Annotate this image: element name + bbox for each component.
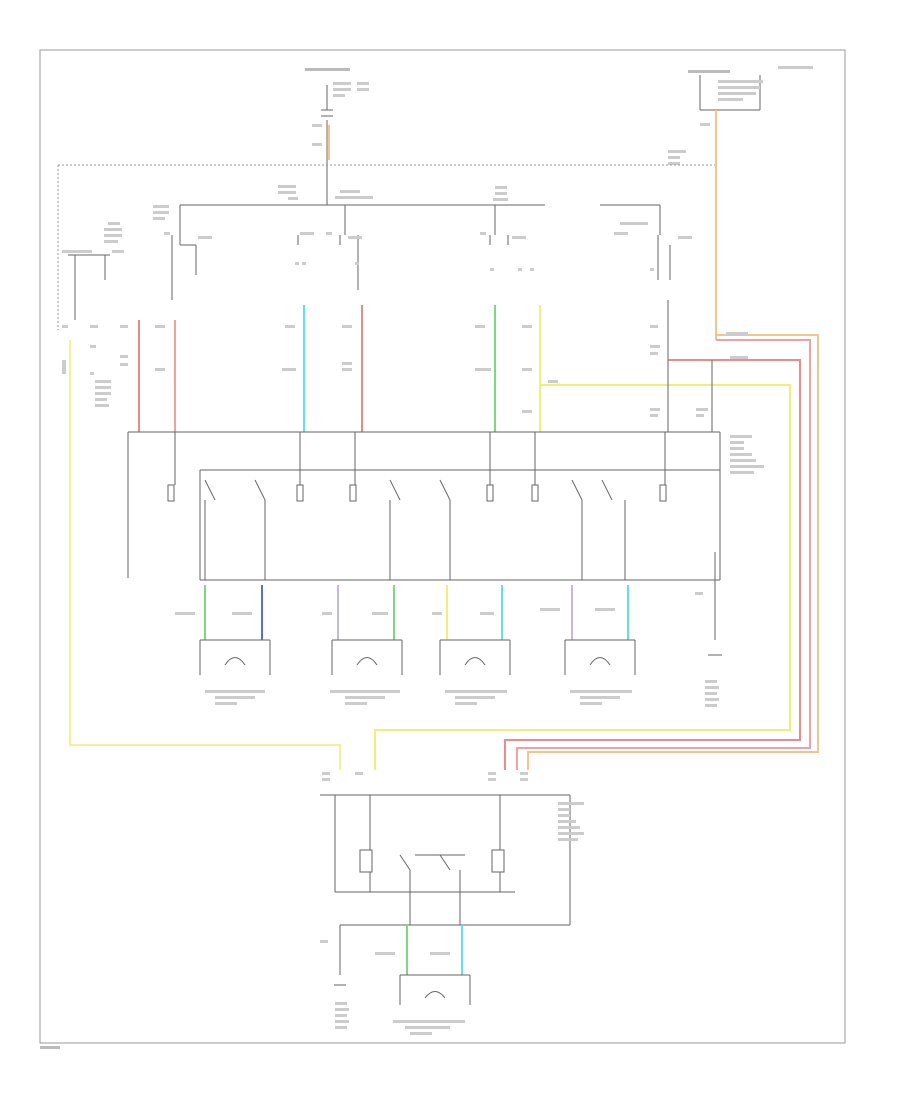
window-motor-right-front [399,974,471,1005]
passenger-window-switch [320,794,571,926]
left-switch-labels [62,222,124,407]
master-switch-contacts [167,432,667,580]
window-motor-left-rear [564,639,636,675]
distribution-bus [179,195,661,235]
diagram-border [39,49,846,1044]
bottom-ground-labels [320,940,349,1029]
relay-switch-upper [171,235,671,300]
wire-orange-loop [527,334,819,770]
window-motor-passenger-front [331,639,403,675]
lower-wire-labels [175,608,615,615]
bottom-ground-switch [334,925,346,986]
dashed-shield-line [57,164,715,330]
bus-labels [153,185,648,225]
right-ground-labels [695,592,719,707]
window-motor-right-rear [439,639,511,675]
master-switch-box-label [730,435,764,474]
power-source-hot-at-all-times [321,85,333,195]
power-source-labels [305,68,369,146]
passenger-switch-labels [322,772,584,841]
left-switch [68,254,110,320]
wire-yellow-loop [374,384,791,770]
right-connector-wires [667,300,713,432]
wire-red-loop [504,359,801,770]
window-motor-left-front [199,639,271,675]
footer-tag [40,1046,60,1049]
wire-pink-loop [516,339,811,770]
loop-labels [548,332,748,383]
upper-pin-labels [164,232,692,271]
wire-light-yellow-left [69,340,341,770]
rear-motor-labels [375,952,465,1035]
right-ground-switch [708,552,722,656]
master-switch-box [127,431,721,581]
power-source-right-labels [668,66,813,165]
motor-labels [205,690,632,705]
wire-color-labels-upper [120,325,708,417]
